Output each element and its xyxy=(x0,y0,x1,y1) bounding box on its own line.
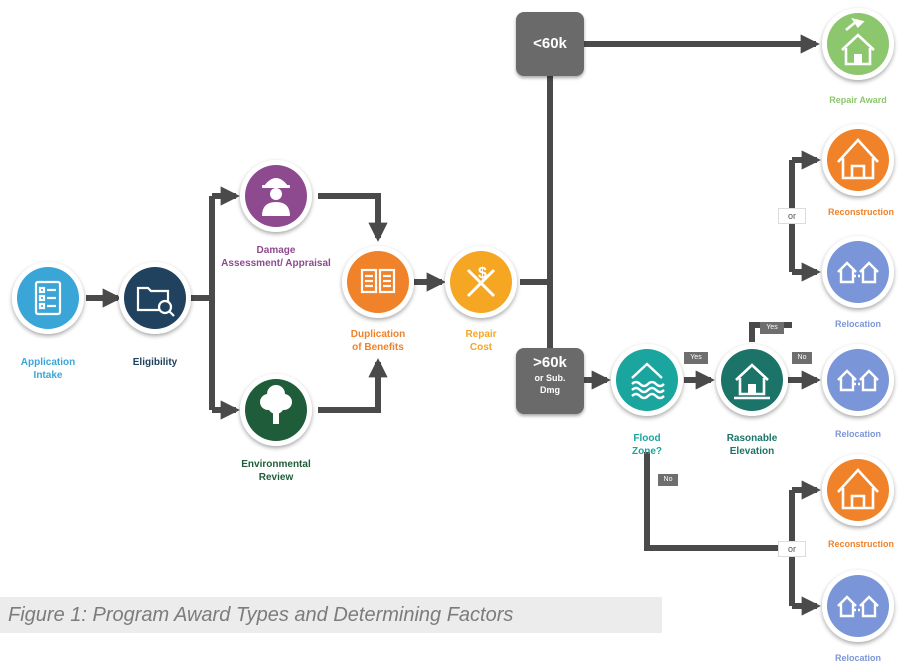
duplication-of-benefits-label: Duplication of Benefits xyxy=(350,329,406,353)
decision-over-60k-sub1: or Sub. xyxy=(534,373,566,383)
flood-house-icon xyxy=(631,362,665,400)
reasonable-elevation-node xyxy=(716,344,788,416)
flood-zone-node xyxy=(611,344,683,416)
documents-icon xyxy=(360,268,396,294)
reconstruction-bottom-label: Reconstruction xyxy=(827,539,894,549)
environmental-review-label: Environmental Review xyxy=(241,459,311,483)
figure-caption: Figure 1: Program Award Types and Determ… xyxy=(0,597,662,633)
eligibility-node xyxy=(119,262,191,334)
reasonable-elevation-label: Rasonable Elevation xyxy=(726,433,778,457)
damage-assessment-label: Damage Assessment/ Appraisal xyxy=(221,245,331,269)
repair-cost-label: Repair Cost xyxy=(465,329,497,353)
flood-yes-tag: Yes xyxy=(684,352,708,364)
house-reconstruction-icon xyxy=(837,138,879,180)
duplication-of-benefits-node xyxy=(342,246,414,318)
reconstruction-top-label: Reconstruction xyxy=(827,207,894,217)
or-top-tag: or xyxy=(778,208,806,224)
or-bottom-tag: or xyxy=(778,541,806,557)
house-hammer-icon xyxy=(841,17,875,66)
decision-under-60k: <60k xyxy=(516,12,584,76)
flood-no-tag: No xyxy=(658,474,678,486)
eligibility-label: Eligibility xyxy=(132,357,178,368)
tree-icon xyxy=(260,385,292,424)
relocation-2-node xyxy=(822,344,894,416)
relocation-3-label: Relocation xyxy=(834,653,881,663)
repair-award-label: Repair Award xyxy=(829,95,887,105)
relocation-2-label: Relocation xyxy=(834,429,881,439)
reconstruction-bottom-node xyxy=(822,454,894,526)
worker-icon xyxy=(262,178,290,216)
application-intake-label: Application Intake xyxy=(20,357,76,381)
relocation-1-node xyxy=(822,236,894,308)
application-intake-node xyxy=(12,262,84,334)
environmental-review-node xyxy=(240,374,312,446)
decision-over-60k-label: >60k xyxy=(533,354,567,371)
damage-assessment-node xyxy=(240,160,312,232)
relocation-1-label: Relocation xyxy=(834,319,881,329)
flood-zone-label: Flood Zone? xyxy=(632,433,662,457)
decision-under-60k-label: <60k xyxy=(533,35,567,52)
folder-search-icon xyxy=(136,286,175,317)
elevation-no-tag: No xyxy=(792,352,812,364)
decision-over-60k: >60k or Sub. Dmg xyxy=(516,348,584,414)
svg-text:$: $ xyxy=(478,265,487,282)
checklist-icon xyxy=(34,280,62,316)
line-flood-no-down xyxy=(644,452,792,551)
repair-award-node xyxy=(822,8,894,80)
two-houses-icon xyxy=(837,261,879,284)
arrow-environmental-to-duplication xyxy=(318,358,388,413)
two-houses-icon xyxy=(837,595,879,618)
arrow-damage-to-duplication xyxy=(318,193,388,242)
repair-cost-node: $ xyxy=(445,246,517,318)
elevation-yes-tag: Yes xyxy=(760,322,784,334)
decision-over-60k-sub2: Dmg xyxy=(540,385,560,395)
two-houses-icon xyxy=(837,369,879,392)
reconstruction-top-node xyxy=(822,124,894,196)
house-icon xyxy=(734,363,770,400)
tools-dollar-icon: $ xyxy=(466,265,496,298)
house-reconstruction-icon xyxy=(837,468,879,510)
connectors xyxy=(86,34,821,616)
relocation-3-node xyxy=(822,570,894,642)
